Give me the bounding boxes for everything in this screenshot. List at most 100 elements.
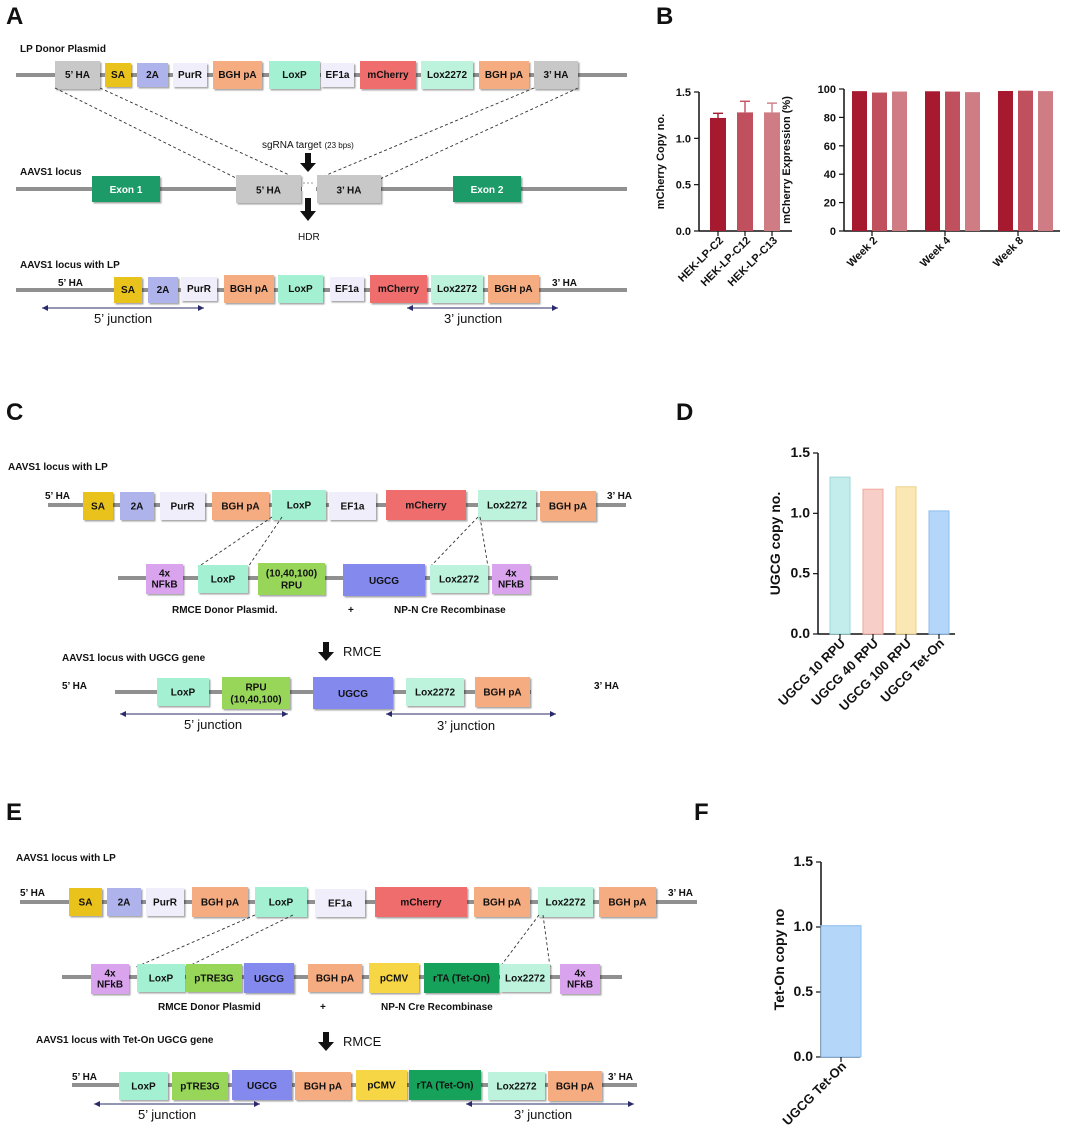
bar [945, 91, 960, 231]
e-donor-bgh-block: BGH pA [308, 964, 362, 992]
e-res-ugcg-block: UGCG [232, 1070, 292, 1100]
e-res-bgh-pa-block: BGH pA [548, 1071, 602, 1101]
locus-3-ha-box [317, 175, 381, 203]
e-donor-lox2272-block: Lox2272 [500, 964, 550, 992]
lp-sa-box [114, 277, 142, 303]
bar [998, 90, 1013, 231]
lp-2a-box [148, 277, 178, 303]
e-5ha-label: 5’ HA [20, 888, 45, 899]
e-result-3ha: 3’ HA [608, 1072, 633, 1083]
y-tick-label: 1.5 [676, 87, 691, 99]
e-donor-loxp-block: LoxP [137, 964, 185, 992]
c-lp-title: AAVS1 locus with LP [8, 462, 108, 473]
panel-label-a: A [6, 3, 23, 30]
e-lp-ef1a-label: EF1a [328, 899, 352, 910]
e-lp-bgh-pa-label: BGH pA [483, 898, 521, 909]
locus-3-ha-label: 3’ HA [336, 185, 361, 196]
bar [872, 92, 887, 231]
e-donor-nfkb-right-label: NFkB [567, 980, 593, 991]
bar [852, 91, 867, 231]
e-lp-loxp-label: LoxP [269, 898, 294, 909]
c-donor-rpu-block: (10,40,100)RPU [258, 563, 325, 595]
c-result-title: AAVS1 locus with UGCG gene [62, 653, 206, 664]
donor-2a-label: 2A [146, 70, 159, 81]
e-donor-ugcg-block: UGCG [244, 963, 294, 993]
panel-a: A LP Donor Plasmid 5’ HA SA 2A PurR BGH pA Lo… [6, 3, 627, 326]
e-res-ugcg-label: UGCG [247, 1081, 277, 1092]
lp-bgh-pa-block: BGH pA [224, 275, 274, 303]
lp-2a-label: 2A [157, 285, 170, 296]
e-res-loxp-box [119, 1072, 168, 1100]
down-arrow-icon [300, 153, 316, 172]
c-lp-sa-block: SA [83, 492, 113, 520]
e-lp-2a-label: 2A [118, 898, 131, 909]
x-tick-label: Week 8 [991, 235, 1026, 270]
lp-loxp-box [278, 275, 323, 303]
locus-5-ha-label: 5’ HA [256, 185, 281, 196]
c-lp-mcherry-box [386, 490, 466, 520]
donor-plasmid-title: LP Donor Plasmid [20, 44, 106, 55]
donor-3-ha-box [534, 61, 578, 89]
donor-ef1a-block: EF1a [321, 63, 354, 87]
donor-bgh-pa-box [479, 61, 529, 89]
bar [895, 486, 917, 635]
c-lp-ef1a-label: EF1a [341, 502, 365, 513]
donor-mcherry-block: mCherry [360, 61, 416, 89]
y-tick-label: 0.5 [794, 983, 814, 999]
panel-label-c: C [6, 399, 23, 426]
lp-5ha-label: 5’ HA [58, 278, 83, 289]
c-lp-2a-block: 2A [120, 492, 154, 520]
donor-mcherry-label: mCherry [367, 70, 409, 81]
bar [925, 91, 940, 231]
donor-sa-label: SA [111, 70, 125, 81]
e-donor-nfkb-right-box [560, 964, 600, 994]
e-donor-ugcg-box [244, 963, 294, 993]
c-lp-bgh-pa-label: BGH pA [221, 502, 259, 513]
c-5ha-label: 5’ HA [45, 491, 70, 502]
panel-label-b: B [656, 3, 673, 30]
e-donor-lox2272-label: Lox2272 [505, 974, 545, 985]
c-homology-lines [197, 516, 489, 568]
e-plus: + [320, 1002, 326, 1013]
e-donor-rta-box [424, 963, 499, 993]
y-tick-label: 100 [818, 84, 836, 96]
lp-lox2272-box [431, 275, 483, 303]
e-donor-nfkb-right-label: 4x [574, 969, 586, 980]
c-lp-2a-box [120, 492, 154, 520]
bar [1038, 91, 1053, 231]
c-res-ugcg-label: UGCG [338, 689, 368, 700]
bar [862, 488, 884, 635]
lp-bgh-pa-box [488, 275, 539, 303]
e-lp-bgh-pa-label: BGH pA [201, 898, 239, 909]
hdr-label: HDR [298, 232, 320, 243]
donor-loxp-block: LoxP [269, 61, 320, 89]
c-lp-bgh-pa-box [540, 491, 596, 521]
e-lp-lox2272-box [538, 887, 593, 917]
lp-bgh-pa-label: BGH pA [230, 284, 268, 295]
y-tick-label: 0.0 [794, 1048, 814, 1064]
lp-purr-label: PurR [187, 284, 212, 295]
c-lp-sa-label: SA [91, 502, 105, 513]
c-junction5-label: 5’ junction [184, 717, 242, 732]
donor-loxp-box [269, 61, 320, 89]
y-tick-label: 0 [830, 226, 836, 238]
e-result-title: AAVS1 locus with Tet-On UGCG gene [36, 1035, 214, 1046]
c-donor-backbone [118, 576, 558, 580]
y-tick-label: 60 [824, 141, 836, 153]
c-donor-lox2272-box [430, 565, 488, 593]
e-lp-ef1a-block: EF1a [315, 889, 365, 917]
e-donor-nfkb-left-box [91, 964, 129, 994]
x-tick-label: Week 4 [918, 234, 954, 270]
c-res-loxp-box [157, 678, 209, 706]
e-res-bgh-pa-box [295, 1072, 351, 1100]
e-junction3-label: 3’ junction [514, 1107, 572, 1122]
sgrna-label: sgRNA target(23 bps) [262, 140, 354, 151]
c-donor-rpu-label: (10,40,100) [266, 569, 317, 580]
lp-bgh-pa-box [224, 275, 274, 303]
